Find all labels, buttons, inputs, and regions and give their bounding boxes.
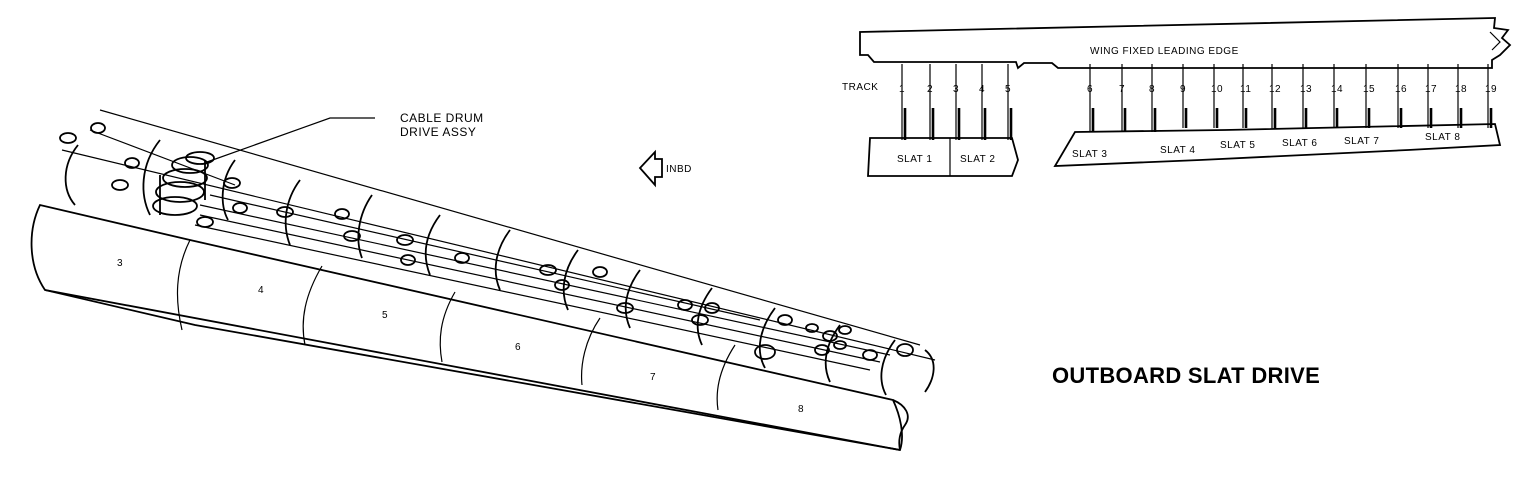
track-number: 16 — [1395, 84, 1407, 95]
track-number: 15 — [1363, 84, 1375, 95]
cable-drum-assembly — [152, 151, 215, 216]
slat-label: SLAT 2 — [960, 154, 995, 165]
slat-label: SLAT 5 — [1220, 140, 1255, 151]
pulleys — [59, 122, 914, 361]
track-lines — [901, 64, 1493, 140]
wing-lower-edge — [44, 289, 901, 451]
slat-group-inboard — [1053, 123, 1502, 167]
track-number: 14 — [1331, 84, 1343, 95]
slat-label: SLAT 6 — [1282, 138, 1317, 149]
drive-cables — [89, 129, 891, 371]
track-number: 13 — [1300, 84, 1312, 95]
track-number: 7 — [1119, 84, 1125, 95]
panel-number: 7 — [650, 372, 656, 383]
track-number: 18 — [1455, 84, 1467, 95]
panel-number: 8 — [798, 404, 804, 415]
track-number: 12 — [1269, 84, 1281, 95]
slat-label: SLAT 1 — [897, 154, 932, 165]
track-number: 19 — [1485, 84, 1497, 95]
slat-label: SLAT 8 — [1425, 132, 1460, 143]
track-number: 6 — [1087, 84, 1093, 95]
wing-tip-end — [892, 399, 909, 451]
track-number: 4 — [979, 84, 985, 95]
track-number: 1 — [899, 84, 905, 95]
cable-drum-label-line2: DRIVE ASSY — [400, 125, 476, 139]
track-number: 11 — [1240, 84, 1251, 95]
panel-numbers: 3 4 5 6 7 8 — [117, 258, 804, 415]
panel-dividers — [176, 239, 736, 411]
panel-number: 5 — [382, 310, 388, 321]
track-label: TRACK — [842, 82, 878, 93]
wing-top-line — [99, 109, 921, 346]
diagram-title: OUTBOARD SLAT DRIVE — [1052, 363, 1321, 388]
track-number: 9 — [1180, 84, 1186, 95]
track-number: 2 — [927, 84, 933, 95]
edge-label: WING FIXED LEADING EDGE — [1090, 46, 1239, 57]
wing-assembly: 3 4 5 6 7 8 — [30, 109, 936, 452]
wing-rib-tip — [924, 349, 935, 393]
slat-labels: SLAT 1 SLAT 2 SLAT 3 SLAT 4 SLAT 5 SLAT 6 SLAT… — [897, 132, 1460, 165]
track-number: 10 — [1211, 84, 1223, 95]
inbd-label: INBD — [666, 164, 692, 175]
ribs — [64, 139, 896, 396]
track-number: 8 — [1149, 84, 1155, 95]
panel-number: 4 — [258, 285, 264, 296]
panel-number: 6 — [515, 342, 521, 353]
slat-label: SLAT 7 — [1344, 136, 1379, 147]
wing-leading-edge-outline — [30, 203, 903, 452]
fixed-leading-edge — [859, 17, 1512, 70]
slat-label: SLAT 4 — [1160, 145, 1195, 156]
track-number: 5 — [1005, 84, 1011, 95]
panel-number: 3 — [117, 258, 123, 269]
slat-group-outboard — [867, 137, 1019, 177]
slat-label: SLAT 3 — [1072, 149, 1107, 160]
track-number: 17 — [1425, 84, 1437, 95]
inboard-direction-arrow: INBD — [638, 149, 692, 188]
track-number: 3 — [953, 84, 959, 95]
cable-drum-callout: CABLE DRUM DRIVE ASSY — [206, 111, 484, 163]
cable-drum-label-line1: CABLE DRUM — [400, 111, 484, 125]
